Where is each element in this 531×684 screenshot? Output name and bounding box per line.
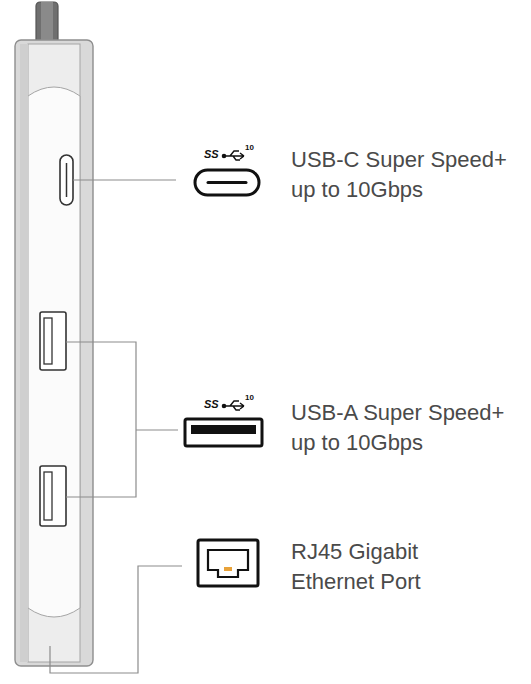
hub-edge <box>20 44 28 662</box>
usb-a-icon <box>185 419 262 446</box>
usb-c-icon-tongue <box>208 181 246 184</box>
usb-a-port <box>40 312 66 370</box>
usb-a-tongue <box>44 318 52 364</box>
ethernet-icon-socket <box>208 550 248 577</box>
leader-bracket <box>66 342 136 497</box>
leader-lines <box>50 180 182 673</box>
usb-speed-number: 10 <box>245 393 254 402</box>
usb-logo-text: SS <box>204 398 219 410</box>
usb-a-port <box>40 466 66 526</box>
usb-c-port <box>60 155 73 205</box>
leader-line <box>136 429 178 430</box>
hub-housing <box>15 40 93 666</box>
usb-a-tongue <box>44 472 52 520</box>
usb-a-icon-tongue <box>191 425 256 434</box>
leader-line <box>50 566 182 673</box>
ethernet-icon-clip <box>224 567 232 571</box>
usb-c-icon <box>195 170 259 195</box>
hub-face <box>28 44 80 662</box>
usb-logo-text: SS <box>204 148 219 160</box>
port-label: USB-C Super Speed+ up to 10Gbps <box>291 145 521 205</box>
port-label: USB-A Super Speed+ up to 10Gbps <box>291 398 521 458</box>
hub-top-panel <box>28 87 80 617</box>
leader-line <box>73 179 176 180</box>
usb-trident <box>222 401 244 410</box>
usb-trident <box>222 151 244 160</box>
usb-c-tongue <box>66 163 68 197</box>
port-label: RJ45 Gigabit Ethernet Port <box>291 537 491 597</box>
cable-highlight <box>41 2 53 42</box>
usb-speed-number: 10 <box>245 143 254 152</box>
ethernet-icon <box>198 540 258 586</box>
